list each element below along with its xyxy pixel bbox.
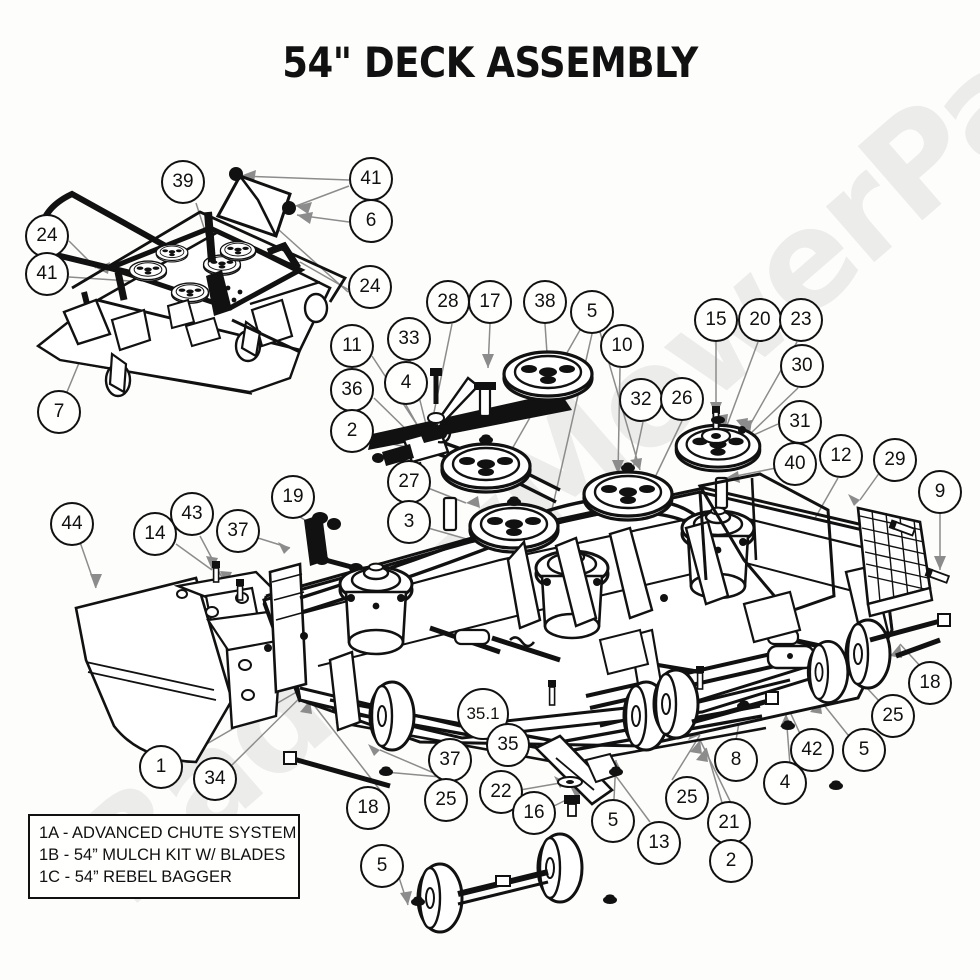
inset-deck-assembly [35, 167, 348, 398]
callout-17[interactable]: 17 [468, 280, 512, 324]
callout-4-b[interactable]: 4 [763, 761, 807, 805]
callout-7[interactable]: 7 [37, 390, 81, 434]
callout-5-a[interactable]: 5 [570, 290, 614, 334]
callout-27[interactable]: 27 [387, 460, 431, 504]
option-legend: 1A - ADVANCED CHUTE SYSTEM 1B - 54” MULC… [28, 814, 300, 899]
callout-31[interactable]: 31 [778, 400, 822, 444]
callout-40[interactable]: 40 [773, 442, 817, 486]
callout-18-a[interactable]: 18 [346, 786, 390, 830]
legend-line-1b: 1B - 54” MULCH KIT W/ BLADES [39, 845, 286, 864]
legend-line-1a: 1A - ADVANCED CHUTE SYSTEM [39, 824, 297, 842]
callout-44[interactable]: 44 [50, 502, 94, 546]
callout-6[interactable]: 6 [349, 199, 393, 243]
callout-12[interactable]: 12 [819, 434, 863, 478]
callout-4-a[interactable]: 4 [384, 361, 428, 405]
callout-25-c[interactable]: 25 [871, 694, 915, 738]
callout-19[interactable]: 19 [271, 475, 315, 519]
callout-35[interactable]: 35 [486, 723, 530, 767]
callout-41-a[interactable]: 41 [349, 157, 393, 201]
callout-30[interactable]: 30 [780, 344, 824, 388]
callout-5-b[interactable]: 5 [360, 844, 404, 888]
callout-9[interactable]: 9 [918, 470, 962, 514]
callout-36[interactable]: 36 [330, 368, 374, 412]
callout-8[interactable]: 8 [714, 738, 758, 782]
callout-37-a[interactable]: 37 [216, 509, 260, 553]
callout-23[interactable]: 23 [779, 298, 823, 342]
callout-38[interactable]: 38 [523, 280, 567, 324]
callout-24-b[interactable]: 24 [348, 265, 392, 309]
callout-20[interactable]: 20 [738, 298, 782, 342]
callout-2-b[interactable]: 2 [709, 839, 753, 883]
callout-11[interactable]: 11 [330, 324, 374, 368]
callout-1[interactable]: 1 [139, 745, 183, 789]
callout-29[interactable]: 29 [873, 438, 917, 482]
callout-13[interactable]: 13 [637, 821, 681, 865]
callout-25-a[interactable]: 25 [424, 778, 468, 822]
callout-33[interactable]: 33 [387, 317, 431, 361]
page-title: 54" DECK ASSEMBLY [282, 38, 698, 87]
callout-5-d[interactable]: 5 [842, 728, 886, 772]
callout-43[interactable]: 43 [170, 492, 214, 536]
callout-25-b[interactable]: 25 [665, 776, 709, 820]
callout-2-a[interactable]: 2 [330, 409, 374, 453]
callout-15[interactable]: 15 [694, 298, 738, 342]
callout-5-c[interactable]: 5 [591, 799, 635, 843]
legend-line-1c: 1C - 54” REBEL BAGGER [39, 867, 232, 886]
callout-41-b[interactable]: 41 [25, 252, 69, 296]
callout-39[interactable]: 39 [161, 160, 205, 204]
callout-14[interactable]: 14 [133, 512, 177, 556]
callout-10[interactable]: 10 [600, 324, 644, 368]
callout-16[interactable]: 16 [512, 791, 556, 835]
callout-37-b[interactable]: 37 [428, 738, 472, 782]
main-deck-assembly [74, 350, 951, 934]
callout-28[interactable]: 28 [426, 280, 470, 324]
callout-18-b[interactable]: 18 [908, 661, 952, 705]
callout-34[interactable]: 34 [193, 757, 237, 801]
callout-3[interactable]: 3 [387, 500, 431, 544]
callout-32[interactable]: 32 [619, 378, 663, 422]
callout-26[interactable]: 26 [660, 377, 704, 421]
